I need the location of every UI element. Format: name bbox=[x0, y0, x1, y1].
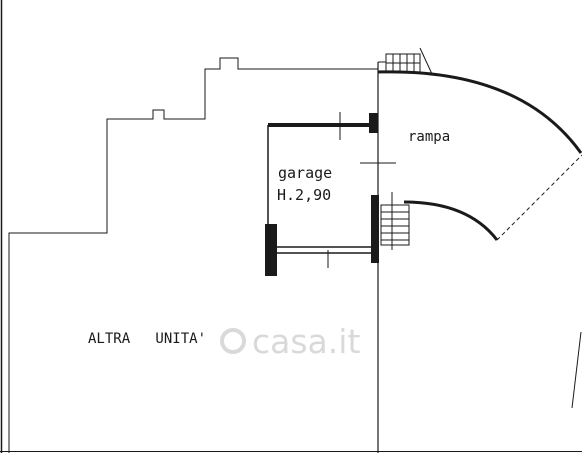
other-unit-label: ALTRA UNITA' bbox=[88, 331, 206, 347]
side-stair-hatch bbox=[380, 192, 410, 250]
other-unit-outline bbox=[8, 57, 378, 453]
garage-room bbox=[265, 112, 396, 276]
top-stair-hatch bbox=[378, 47, 433, 75]
ramp-inner-curve bbox=[403, 200, 499, 241]
right-partial-wall bbox=[571, 331, 582, 409]
ramp-end-line bbox=[496, 154, 582, 241]
watermark-logo-icon bbox=[220, 328, 246, 354]
garage-height-label: H.2,90 bbox=[277, 186, 331, 204]
ramp-label: rampa bbox=[408, 129, 450, 145]
garage-label: garage bbox=[278, 164, 332, 182]
watermark-text: casa.it bbox=[252, 322, 360, 361]
